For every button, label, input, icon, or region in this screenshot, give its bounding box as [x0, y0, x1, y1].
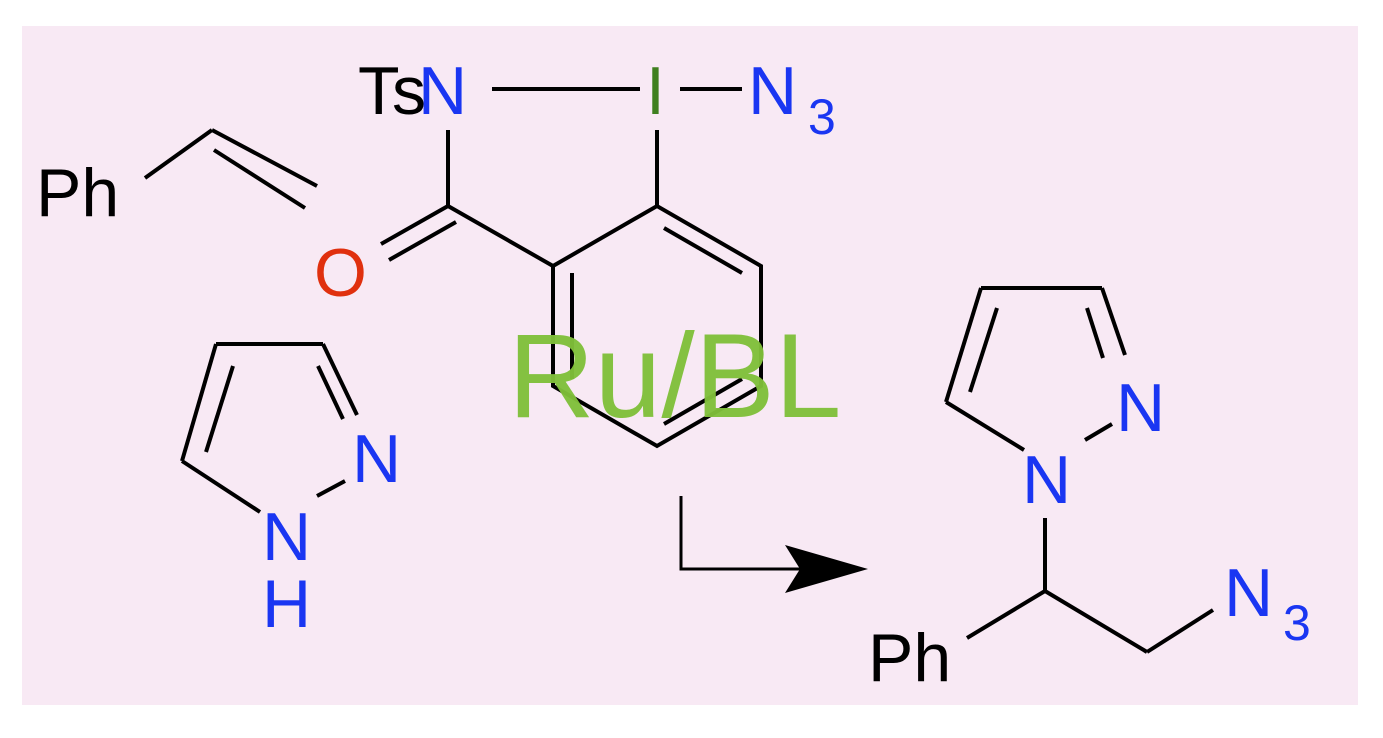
reaction-arrow-line [679, 496, 800, 571]
benzene-ring [551, 203, 763, 449]
catalyst-label: Ru/BL [508, 309, 842, 443]
tosyl-label: Ts [358, 53, 426, 129]
reaction-arrow-head [785, 545, 868, 593]
iodine-reagent-bonds [380, 87, 763, 449]
product-pyrazole-c5-n1 [944, 400, 1026, 452]
product-pyrazole-c3-n2-inner [1085, 307, 1105, 359]
pyrazole-c5-n1 [180, 459, 262, 514]
benzene-inner-bond-1 [663, 226, 743, 275]
reaction-arrow [679, 496, 868, 593]
product-pyrazole-c4-c5-inner [968, 307, 999, 393]
product-pyrazole-n1-n2 [1083, 422, 1114, 442]
pyrazole-n1-n2 [316, 479, 346, 498]
pyrazole-n1-label: N [262, 499, 311, 575]
product-ch2-n3-bond [1145, 608, 1215, 654]
pyrazole-c4-c5-inner [204, 365, 235, 453]
product-ch-ph-bond [965, 589, 1047, 640]
carbonyl-oxygen-label: O [314, 235, 367, 311]
co-double-bond-b [388, 220, 457, 262]
pyrazole [180, 342, 359, 514]
co-double-bond-a [380, 204, 449, 246]
pyrazole-c4-c5 [180, 343, 218, 462]
reagent-nitrogen-label: N [418, 53, 467, 129]
styrene-double-bond-inner [212, 148, 307, 210]
product-n1-label: N [1022, 442, 1071, 518]
product-pyrazole-c3-n2 [1100, 287, 1127, 356]
product-n2-label: N [1116, 370, 1165, 446]
scheme-panel [22, 26, 1358, 705]
product-azide-subscript: 3 [1283, 595, 1311, 651]
pyrazole-n2-label: N [352, 421, 401, 497]
product-azide-label: N [1224, 555, 1273, 631]
reagent-azide-subscript: 3 [808, 89, 836, 145]
product-ch-ch2-bond [1043, 589, 1149, 654]
pyrazole-c3-n2-inner [316, 365, 345, 420]
reagent-azide-label: N [748, 53, 797, 129]
styrene-ph-label: Ph [36, 155, 119, 231]
pyrazole-nh-hydrogen-label: H [262, 566, 311, 642]
styrene-single-bond [143, 128, 214, 180]
product [944, 286, 1215, 654]
product-ph-label: Ph [868, 620, 951, 696]
product-pyrazole-c4-c5 [944, 287, 983, 403]
pyrazole-c3-n2 [321, 343, 359, 416]
iodine-label: I [646, 53, 665, 129]
carbonyl-ring-bond [447, 204, 554, 268]
benzene-inner-bond-2 [663, 377, 743, 426]
styrene-double-bond-outer [211, 128, 318, 188]
styrene [143, 128, 318, 210]
